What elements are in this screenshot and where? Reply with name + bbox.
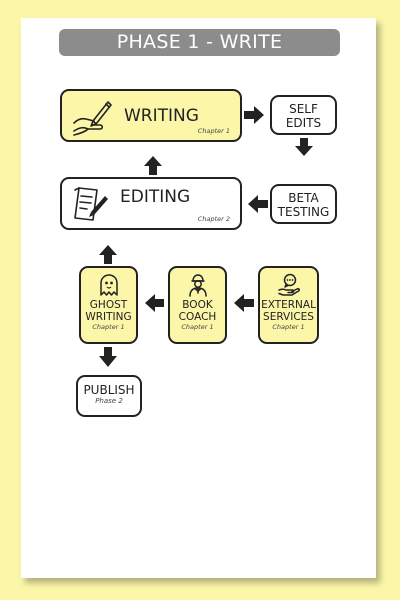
node-ghost-writing: GHOST WRITING Chapter 1 [79,266,138,344]
node-self-edits: SELF EDITS [270,95,337,135]
arrow-beta-testing-to-editing [248,195,268,213]
ghost-icon [99,274,118,296]
node-writing-sub: Chapter 1 [197,127,230,135]
node-beta-testing: BETA TESTING [270,184,337,224]
node-external-services-line1: EXTERNAL [261,299,316,311]
arrow-writing-to-self-edits [244,106,264,124]
node-self-edits-line2: EDITS [285,116,322,130]
document-edit-icon [74,187,108,221]
node-book-coach-line1: BOOK [182,299,213,311]
node-beta-testing-line2: TESTING [277,205,330,219]
node-external-services: EXTERNAL SERVICES Chapter 1 [258,266,319,344]
page-title: PHASE 1 - WRITE [59,29,340,56]
coach-person-icon [188,274,207,297]
hand-writing-icon [73,101,112,136]
node-writing-label: WRITING [124,106,199,126]
node-external-services-line2: SERVICES [263,311,314,323]
node-publish: PUBLISH Phase 2 [76,375,142,417]
node-writing: WRITING Chapter 1 [60,89,242,142]
node-book-coach: BOOK COACH Chapter 1 [168,266,227,344]
node-self-edits-line1: SELF [289,102,318,116]
node-editing-label: EDITING [120,187,191,207]
node-beta-testing-line1: BETA [288,191,319,205]
arrow-self-edits-to-beta-testing [295,138,313,156]
arrow-ghost-writing-to-editing [99,245,117,264]
node-editing: EDITING Chapter 2 [60,177,242,230]
node-ghost-writing-line1: GHOST [89,299,128,311]
node-ghost-writing-sub: Chapter 1 [92,323,125,331]
node-external-services-sub: Chapter 1 [272,323,305,331]
node-editing-sub: Chapter 2 [197,215,230,223]
node-book-coach-line2: COACH [178,311,217,323]
node-publish-label: PUBLISH [83,383,135,397]
arrow-ghost-writing-to-publish [99,347,117,367]
arrow-book-coach-to-ghost-writing [145,294,164,312]
speech-hand-icon [277,273,300,296]
node-book-coach-sub: Chapter 1 [181,323,214,331]
arrow-editing-to-writing [144,156,162,175]
node-ghost-writing-line2: WRITING [85,311,132,323]
arrow-external-to-book-coach [234,294,254,312]
node-publish-sub: Phase 2 [95,397,123,405]
